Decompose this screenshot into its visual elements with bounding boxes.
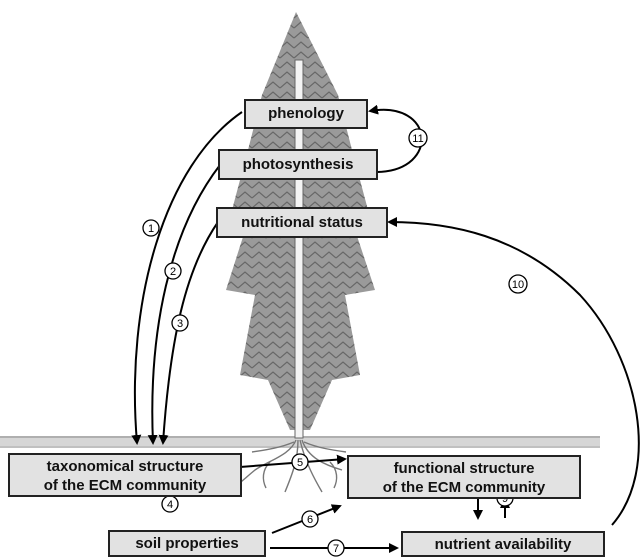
arrow-label-6: 6 — [301, 510, 319, 528]
arrow-label-5: 5 — [291, 453, 309, 471]
arrow-label-4: 4 — [161, 495, 179, 513]
photosynthesis-label: photosynthesis — [242, 156, 354, 173]
nutrient-availability-box: nutrient availability — [401, 531, 605, 557]
svg-text:6: 6 — [307, 514, 313, 526]
phenology-label: phenology — [268, 105, 344, 122]
svg-text:9: 9 — [502, 493, 508, 505]
arrow-label-2: 2 — [164, 262, 182, 280]
phenology-box: phenology — [244, 99, 368, 129]
arrow-2-path — [147, 164, 221, 445]
functional-structure-line2: of the ECM community — [382, 479, 546, 496]
soil-properties-label: soil properties — [135, 535, 239, 552]
svg-text:4: 4 — [167, 499, 173, 511]
nutritional-status-box: nutritional status — [216, 207, 388, 238]
nutritional-status-label: nutritional status — [241, 214, 363, 231]
taxonomical-structure-box: taxonomical structure of the ECM communi… — [8, 453, 242, 497]
arrow-10-path — [387, 217, 640, 526]
photosynthesis-box: photosynthesis — [218, 149, 378, 180]
arrow-label-10: 10 — [508, 274, 528, 294]
arrow-label-1: 1 — [142, 219, 160, 237]
taxonomical-structure-line1: taxonomical structure — [46, 458, 204, 475]
nutrient-availability-label: nutrient availability — [434, 536, 572, 553]
functional-structure-line1: functional structure — [393, 460, 535, 477]
svg-text:5: 5 — [297, 457, 303, 469]
svg-text:3: 3 — [177, 318, 183, 330]
svg-text:7: 7 — [333, 543, 339, 555]
arrow-label-3: 3 — [171, 314, 189, 332]
functional-structure-box: functional structure of the ECM communit… — [347, 455, 581, 499]
soil-properties-box: soil properties — [108, 530, 266, 557]
svg-text:11: 11 — [412, 133, 423, 145]
arrow-number-labels: 1 2 3 4 5 6 7 8 9 10 11 — [142, 128, 528, 557]
arrow-label-7: 7 — [327, 539, 345, 557]
arrow-1-path — [131, 111, 243, 445]
svg-text:1: 1 — [148, 223, 154, 235]
svg-text:10: 10 — [512, 279, 524, 291]
svg-text:2: 2 — [170, 266, 176, 278]
taxonomical-structure-line2: of the ECM community — [43, 477, 207, 494]
arrow-label-11: 11 — [408, 128, 428, 148]
arrow-3-path — [158, 221, 219, 445]
